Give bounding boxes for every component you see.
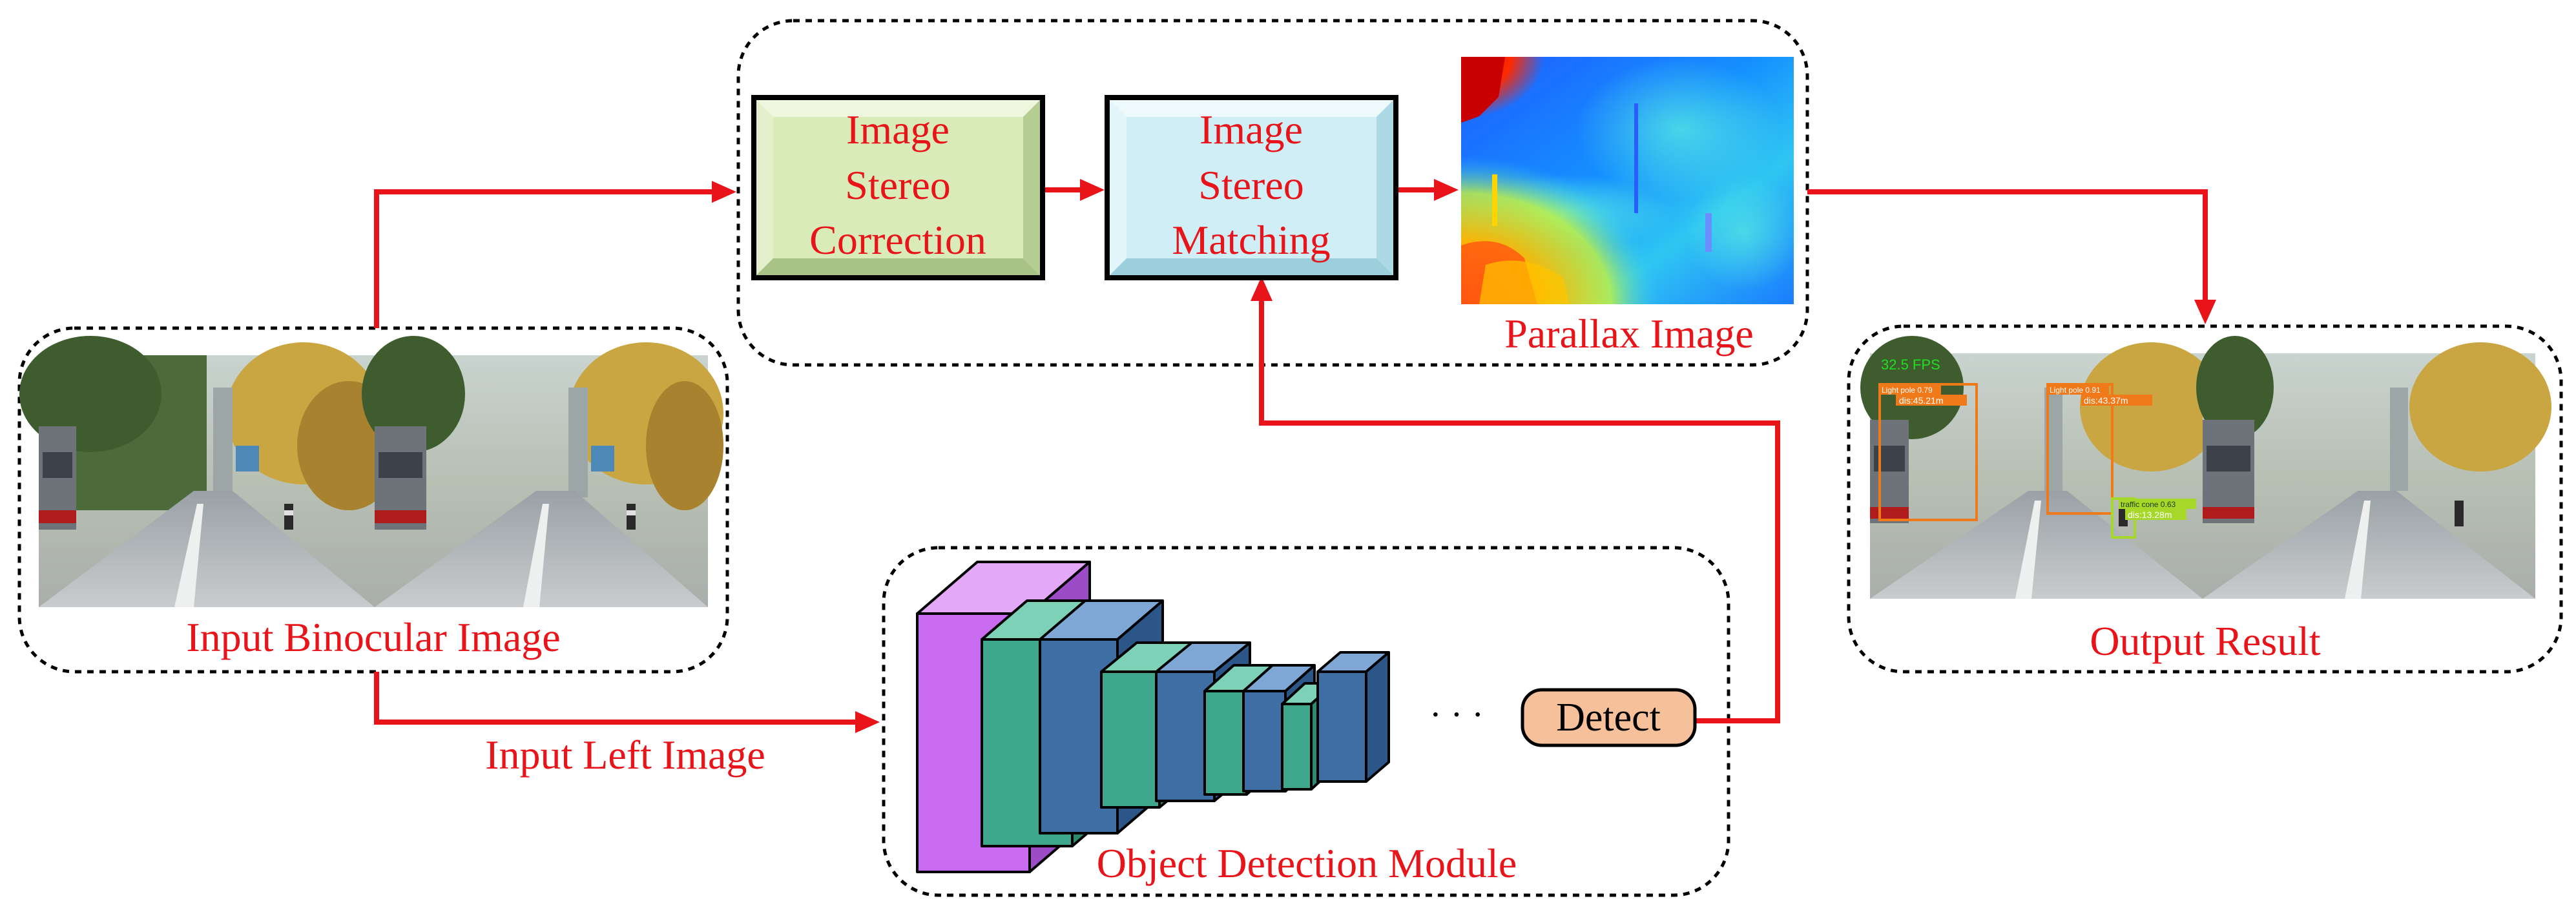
arrow-head [1080,179,1105,201]
output-detection-3-class: traffic cone 0.63 [2121,500,2176,509]
arrow-input-to-correction [374,189,717,328]
stereo-correction-block: Image Stereo Correction [751,95,1045,280]
cnn-ellipsis: · · · [1429,695,1484,735]
arrow-head [2194,300,2216,324]
detection-module-container [882,546,1730,897]
output-left-photo: 32.5 FPS Light pole 0.79 dis:45.21m Ligh… [1860,336,2222,599]
detect-block: Detect [1521,688,1697,747]
cnn-backbone-illustration [916,561,1390,873]
arrow-parallax-to-output [1807,189,2208,304]
stereo-matching-line2: Stereo [1198,162,1304,208]
arrow-input-left-to-detection [374,672,859,725]
arrow-head [1434,179,1459,201]
output-fps-text: 32.5 FPS [1881,357,1940,373]
stereo-correction-line2: Stereo [845,162,951,208]
input-left-photo [19,336,400,607]
arrow-detect-to-matching [1259,297,1780,723]
input-left-image-label: Input Left Image [485,732,765,778]
detect-label: Detect [1556,696,1661,740]
stereo-matching-block: Image Stereo Matching [1105,95,1398,280]
arrow-head [1251,276,1272,301]
stereo-correction-line3: Correction [809,217,986,263]
output-detection-2-class: Light pole 0.91 [2050,386,2101,395]
output-detection-1-distance: dis:45.21m [1899,395,1943,406]
stereo-module-container [736,19,1809,367]
stereo-matching-line1: Image [1200,107,1303,152]
output-result-label: Output Result [2090,618,2321,664]
stereo-matching-line3: Matching [1172,217,1330,263]
arrow-head [855,711,880,733]
arrow-head [712,181,736,203]
input-module-container [17,326,729,674]
output-detection-1-class: Light pole 0.79 [1882,386,1933,395]
parallax-image-label: Parallax Image [1504,311,1754,357]
output-detection-3-distance: dis:13.28m [2128,510,2172,520]
input-right-photo [362,336,723,607]
input-binocular-label: Input Binocular Image [186,614,560,660]
output-right-photo [2196,336,2551,599]
output-module-container [1847,324,2563,674]
parallax-image [1453,57,1802,304]
output-detection-2-distance: dis:43.37m [2084,395,2128,406]
object-detection-module-label: Object Detection Module [1097,840,1517,886]
input-binocular-image [19,336,723,607]
stereo-correction-line1: Image [846,107,950,152]
output-result-image: 32.5 FPS Light pole 0.79 dis:45.21m Ligh… [1860,336,2551,599]
